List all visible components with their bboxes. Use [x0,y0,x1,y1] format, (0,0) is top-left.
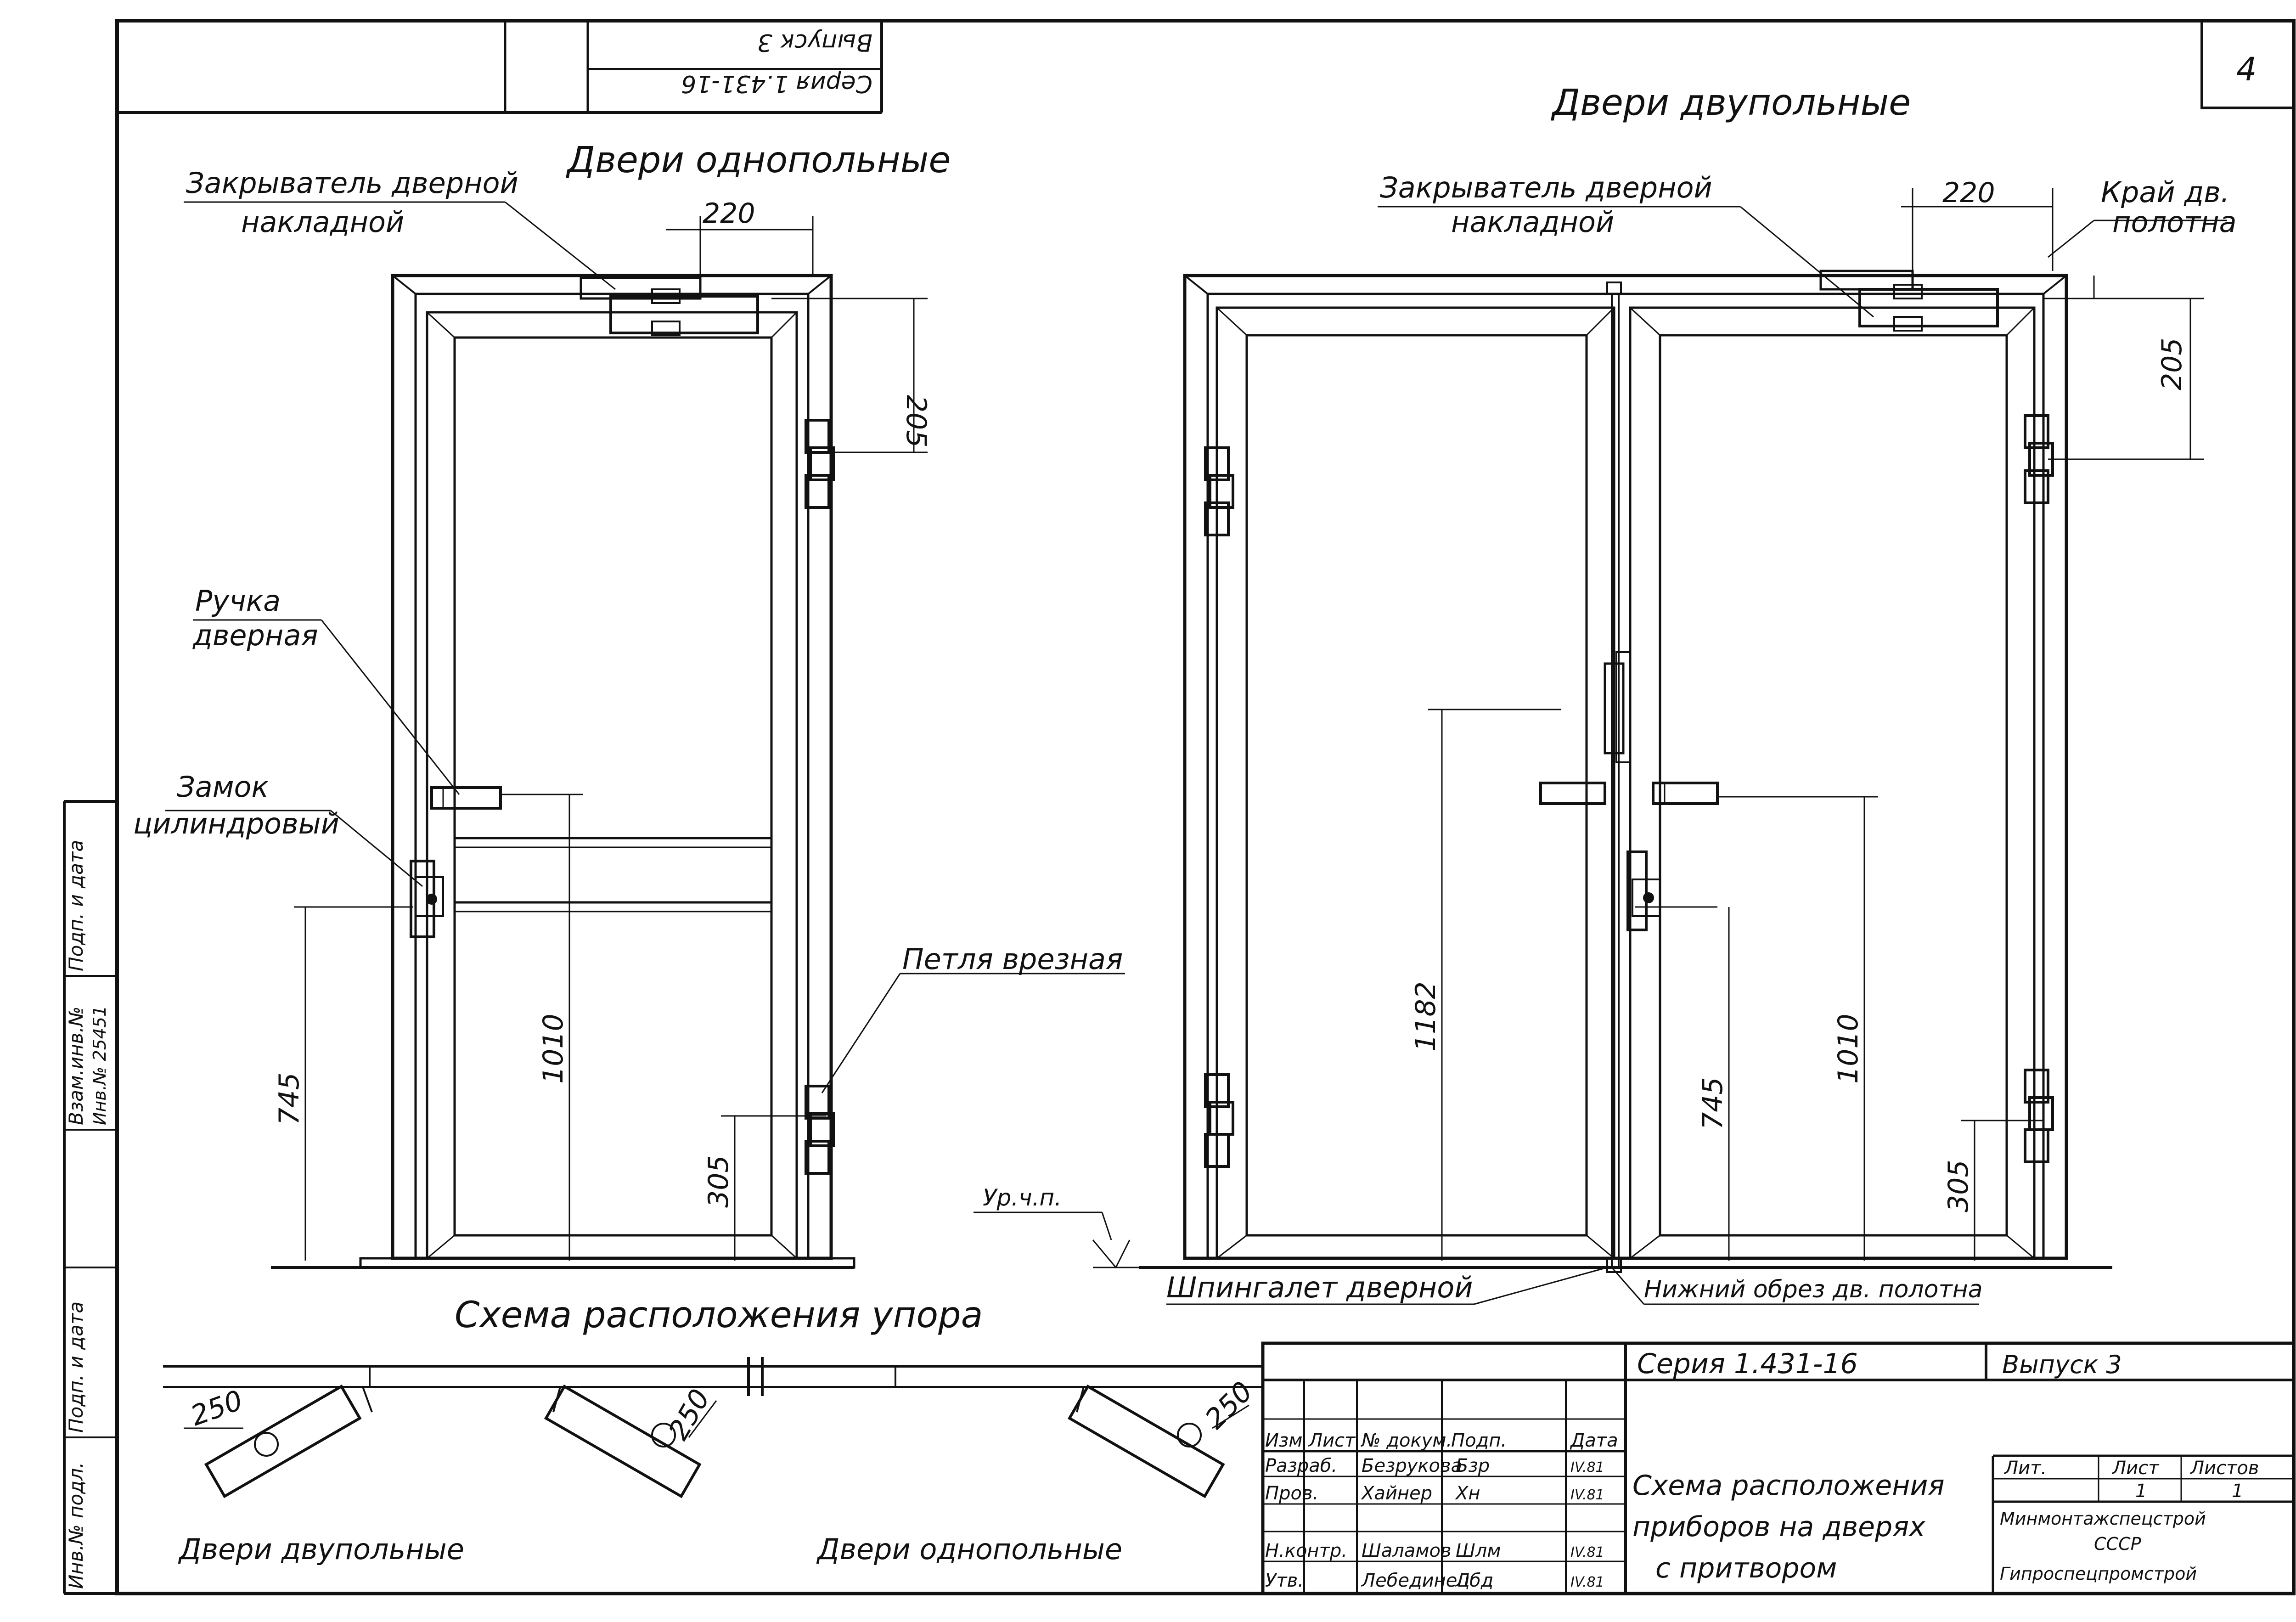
tb-name-2: Хайнер [1361,1483,1432,1504]
double-door-title: Двери двупольные [1551,82,1911,124]
leaf-edge-label-1: Край дв. [2101,175,2229,209]
tb-name-1: Безрукова [1362,1455,1462,1476]
margin-label-5: Инв.№ подл. [65,1462,87,1589]
tb-name-4: Шаламов [1362,1540,1452,1561]
double-closer-label-1: Закрыватель дверной [1380,171,1712,204]
tb-drawing-title-1: Схема расположения [1632,1470,1945,1502]
stop-3 [1067,1384,1225,1498]
stop-dim-1: 250 [186,1384,247,1432]
stop-2 [544,1384,702,1498]
hinge-top-left [1204,446,1234,536]
dim-double-205: 205 [2156,338,2188,390]
dim-single-220: 220 [703,197,755,230]
tb-date-1: IV.81 [1570,1459,1604,1476]
door-handle-single [430,786,502,810]
tb-date-4: IV.81 [1570,1544,1604,1560]
margin-label-3: Инв.№ 25451 [90,1006,110,1125]
tb-org-1: Минмонтажспецстрой [2000,1509,2206,1529]
tb-date-2: IV.81 [1570,1487,1604,1503]
flush-bolt-label: Шпингалет дверной [1166,1271,1473,1304]
tb-sheet-value: 1 [2135,1481,2147,1502]
stop-scheme-title: Схема расположения упора [455,1295,983,1336]
stop-scheme-drawing [163,1357,1263,1498]
tb-sheets-header: Листов [2189,1458,2259,1479]
bottom-cut-label: Нижний обрез дв. полотна [1644,1276,1983,1303]
tb-date-5: IV.81 [1570,1574,1604,1590]
tb-header-date: Дата [1570,1430,1618,1451]
dim-single-205: 205 [900,395,932,448]
tb-issue: Выпуск 3 [2002,1350,2122,1379]
door-closer-double [1819,270,1914,291]
door-handle-left-leaf [1539,782,1606,805]
handle-label-2: дверная [192,619,318,652]
hinge-label: Петля врезная [902,942,1123,976]
lock-label-2: цилиндровый [133,807,339,840]
leaf-edge-label-2: полотна [2112,205,2237,239]
margin-label-4: Подп. и дата [65,1301,87,1433]
single-door-title: Двери однопольные [566,140,951,181]
tb-drawing-title-3: с притвором [1655,1552,1837,1584]
tb-sign-1: Бзр [1456,1455,1490,1476]
dim-double-745: 745 [1697,1077,1729,1130]
tb-header-izm: Изм [1265,1430,1302,1451]
tb-sheet-header: Лист [2111,1458,2160,1479]
hinge-bottom-left [1204,1073,1234,1168]
tb-stage-header: Лит. [2003,1458,2047,1479]
dim-double-305: 305 [1942,1160,1975,1212]
title-block-lines [1261,1341,2296,1595]
dim-single-305: 305 [703,1155,735,1208]
tb-header-sign: Подп. [1451,1430,1507,1451]
hinge-bottom-right [2024,1069,2054,1163]
outer-frame [115,19,2296,1595]
corner-stamp-series: Серия 1.431-16 [681,70,872,97]
tb-sign-4: Шлм [1456,1540,1501,1561]
dim-double-1182: 1182 [1410,981,1442,1052]
tb-drawing-title-2: приборов на дверях [1632,1511,1925,1543]
tb-role-2: Пров. [1265,1483,1318,1504]
dim-single-745: 745 [273,1072,305,1125]
door-handle-right-leaf [1652,782,1719,805]
tb-sheets-value: 1 [2232,1481,2243,1502]
tb-role-4: Н.контр. [1265,1540,1347,1561]
stop-dim-2: 250 [662,1384,716,1445]
tb-sign-2: Хн [1455,1483,1480,1504]
margin-label-1: Подп. и дата [65,840,87,971]
stop-caption-double: Двери двупольные [178,1532,464,1566]
tb-org-3: Гипроспецпромстрой [2000,1564,2197,1584]
stop-caption-single: Двери однопольные [816,1532,1122,1566]
page-number: 4 [2236,51,2257,88]
tb-series: Серия 1.431-16 [1637,1348,1858,1380]
double-door-drawing [974,188,2227,1305]
stop-1 [204,1384,373,1498]
corner-stamp-issue: Выпуск 3 [757,28,872,56]
lock-label-1: Замок [177,770,269,804]
tb-role-1: Разраб. [1265,1455,1337,1476]
tb-org-2: СССР [2094,1534,2141,1554]
dim-single-1010: 1010 [537,1014,569,1084]
dim-double-220: 220 [1942,177,1995,209]
tb-header-doc: № докум. [1361,1430,1452,1451]
hinge-bottom-single [805,1085,835,1175]
labels: 4 Серия 1.431-16 Выпуск 3 Двери однополь… [65,28,2259,1591]
tb-header-list: Лист [1308,1430,1356,1451]
handle-label-1: Ручка [195,584,281,618]
dim-double-1010: 1010 [1832,1014,1864,1084]
floor-level-label: Ур.ч.п. [983,1184,1062,1211]
door-closer-single [580,276,702,300]
cylinder-lock-double [1626,850,1648,931]
tb-role-5: Утв. [1265,1570,1304,1591]
double-closer-label-2: накладной [1451,205,1614,239]
single-closer-label-1: Закрыватель дверной [186,166,518,200]
single-door-drawing [165,201,1125,1269]
tb-name-5: Лебединец [1361,1570,1470,1591]
flush-bolt [1604,282,1631,1273]
hinge-top-single [805,419,835,509]
margin-label-2: Взам.инв.№ [65,1007,87,1125]
single-closer-label-2: накладной [241,205,404,239]
tb-sign-5: Лбд [1455,1570,1493,1591]
stop-dim-3: 250 [1199,1375,1259,1435]
